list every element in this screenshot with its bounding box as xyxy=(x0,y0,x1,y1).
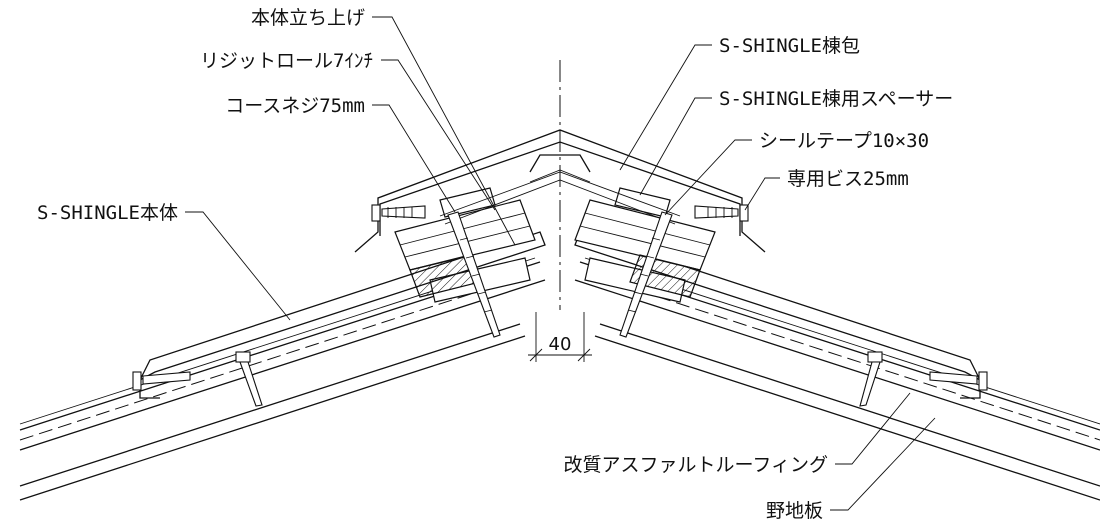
ridge-gap-value: 40 xyxy=(549,334,572,355)
label-ridge-cover: S-SHINGLE棟包 xyxy=(719,35,860,57)
label-shingle-body: S-SHINGLE本体 xyxy=(37,202,178,224)
left-end-screw xyxy=(132,371,191,391)
left-roof-nail xyxy=(235,351,263,407)
left-cover-screw xyxy=(371,204,426,222)
ridge-gap-dimension: 40 xyxy=(528,312,592,362)
label-body-riser: 本体立ち上げ xyxy=(251,7,365,29)
label-sheathing-board: 野地板 xyxy=(766,500,823,522)
right-end-screw xyxy=(929,371,988,391)
label-seal-tape: シールテープ10×30 xyxy=(759,130,929,152)
label-ridge-spacer: S-SHINGLE棟用スペーサー xyxy=(719,88,953,110)
right-shingle-body xyxy=(574,231,988,407)
right-roof-nail xyxy=(859,351,883,407)
right-cover-screw xyxy=(694,204,749,222)
left-coarse-screw xyxy=(447,211,501,338)
leader-lines xyxy=(185,16,936,511)
label-dedicated-screw: 専用ビス25mm xyxy=(787,168,909,190)
label-rigid-roll: リジットロール7ｲﾝﾁ xyxy=(200,50,373,72)
left-shingle-body xyxy=(132,231,546,407)
label-modified-asphalt-roofing: 改質アスファルトルーフィング xyxy=(564,454,828,476)
right-slope xyxy=(574,257,1100,501)
left-slope xyxy=(19,257,546,501)
label-coarse-screw: コースネジ75mm xyxy=(225,95,365,117)
right-coarse-screw xyxy=(619,211,673,338)
